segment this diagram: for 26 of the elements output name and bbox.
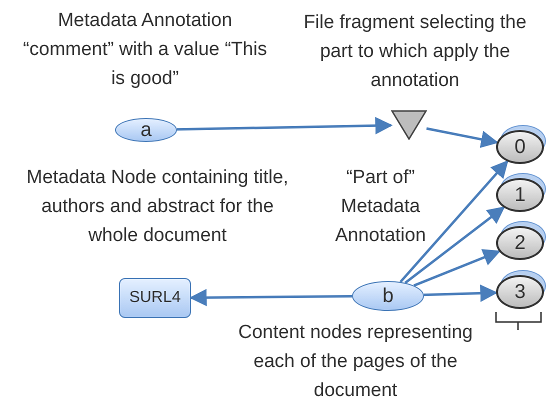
metadata-box (119, 278, 191, 318)
node-label: SURL4 (129, 288, 181, 308)
arrow (189, 288, 352, 306)
node-label: 0 (514, 137, 526, 157)
content-node (496, 178, 544, 212)
content-node (496, 130, 544, 164)
arrow (424, 284, 498, 302)
arrow (176, 116, 393, 134)
annotation-text: Metadata Annotation “comment” with a value “This is good” (22, 9, 268, 91)
fragment-triangle (391, 110, 427, 140)
node-label: 2 (514, 233, 526, 253)
content-node (496, 275, 544, 309)
node-label: 3 (514, 282, 526, 302)
arrow (404, 206, 506, 284)
annotation-text: Content nodes representing each of the pages of the document (237, 321, 474, 403)
ellipse-node (352, 281, 424, 311)
annotation-text: “Part of” Metadata Annotation (334, 166, 427, 248)
arrow (413, 249, 501, 287)
annotation-text: File fragment selecting the part to which apply the annotation (302, 11, 528, 93)
arrow (426, 127, 499, 148)
content-node (496, 226, 544, 260)
node-label: a (140, 120, 152, 140)
node-label: b (382, 286, 394, 306)
annotation-text: Metadata Node containing title, authors and abstract for the whole document (26, 166, 290, 248)
arrow (400, 160, 508, 283)
node-label: 1 (514, 185, 526, 205)
